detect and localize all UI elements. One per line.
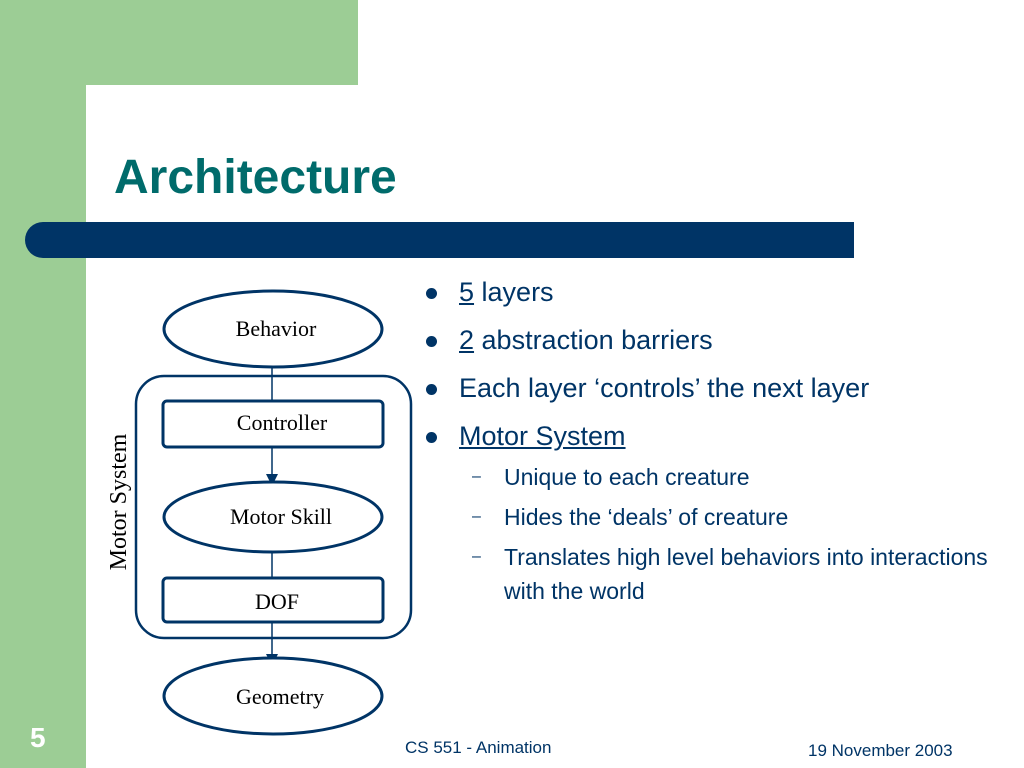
behavior-node: [162, 289, 384, 369]
sub-item-translates: – Translates high level behaviors into i…: [459, 540, 1000, 608]
dash-marker: –: [472, 468, 481, 485]
bullet-list: 5 layers 2 abstraction barriers Each lay…: [420, 276, 1000, 614]
controller-node: [161, 399, 385, 449]
geometry-label: Geometry: [236, 684, 324, 709]
bullet-item-barriers: 2 abstraction barriers: [420, 324, 1000, 372]
behavior-label: Behavior: [236, 316, 317, 341]
motor-skill-label: Motor Skill: [230, 504, 332, 529]
barriers-count: 2: [459, 325, 475, 355]
dash-marker: –: [472, 508, 481, 525]
layers-text: layers: [474, 277, 554, 307]
dof-node: [161, 576, 385, 624]
dof-label: DOF: [255, 589, 299, 614]
layers-count: 5: [459, 277, 475, 307]
sub-item-hides: – Hides the ‘deals’ of creature: [459, 500, 1000, 534]
motor-system-text: Motor System: [459, 421, 626, 451]
title-underline-bar: [25, 222, 854, 258]
motor-skill-node: [162, 480, 384, 554]
barriers-text: abstraction barriers: [474, 325, 713, 355]
controller-label: Controller: [237, 410, 328, 435]
bullet-dot-icon: [426, 288, 437, 299]
geometry-node: [162, 656, 384, 736]
left-green-band: [0, 0, 86, 768]
bullet-dot-icon: [426, 336, 437, 347]
bullet-dot-icon: [426, 432, 437, 443]
motor-system-group-label: Motor System: [106, 433, 132, 570]
sub-item-text: Translates high level behaviors into int…: [504, 544, 988, 604]
dash-marker: –: [472, 548, 481, 565]
bullet-dot-icon: [426, 384, 437, 395]
top-green-band: [0, 0, 358, 85]
bullet-item-layers: 5 layers: [420, 276, 1000, 324]
motor-system-sublist: – Unique to each creature – Hides the ‘d…: [420, 460, 1000, 608]
slide-title: Architecture: [114, 151, 397, 204]
footer-course: CS 551 - Animation: [405, 738, 552, 757]
sub-item-text: Unique to each creature: [504, 464, 750, 490]
footer-date: 19 November 2003: [808, 741, 953, 760]
controls-text: Each layer ‘controls’ the next layer: [459, 373, 870, 403]
bullet-item-motor-system: Motor System: [420, 420, 1000, 468]
bullet-item-controls: Each layer ‘controls’ the next layer: [420, 372, 1000, 420]
page-number: 5: [30, 722, 46, 753]
sub-item-unique: – Unique to each creature: [459, 460, 1000, 494]
sub-item-text: Hides the ‘deals’ of creature: [504, 504, 789, 530]
motor-system-group: [134, 374, 413, 640]
